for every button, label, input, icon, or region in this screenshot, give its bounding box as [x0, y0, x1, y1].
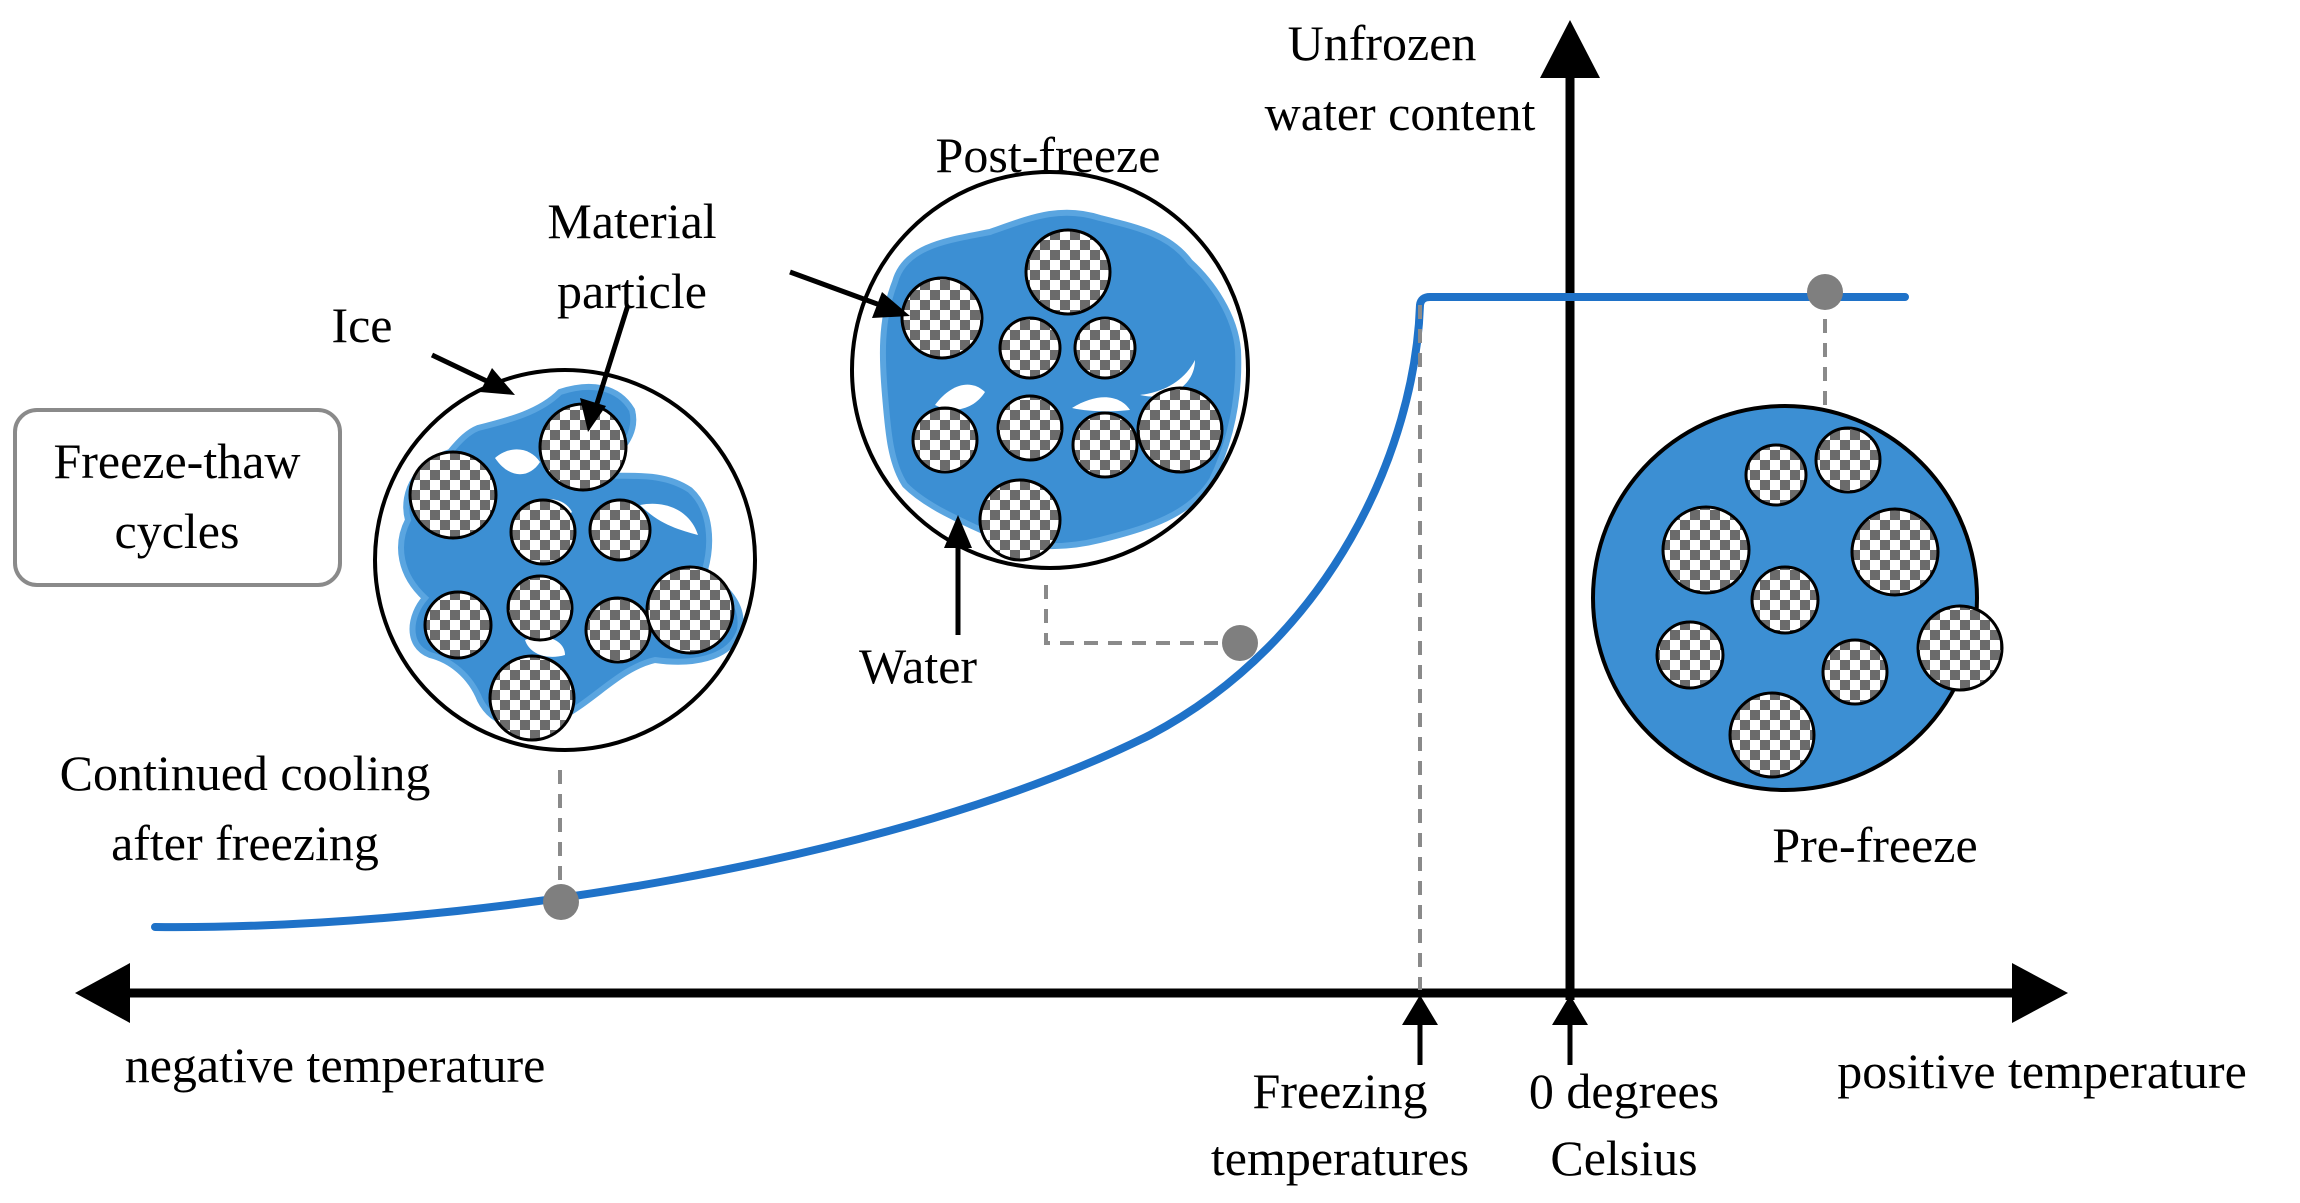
pre-freeze-label: Pre-freeze: [1772, 817, 1977, 873]
water-pointer-arrowhead-icon: [944, 515, 972, 548]
ice-label: Ice: [331, 297, 392, 353]
zero-tick-label-line2: Celsius: [1550, 1130, 1697, 1186]
continued-marker: [543, 884, 579, 920]
ice-pointer: [430, 352, 515, 395]
freezing-tick-label-line1: Freezing: [1253, 1063, 1428, 1119]
tick-freezing: [1402, 995, 1438, 1065]
postfreeze-marker: [1222, 625, 1258, 661]
continued-cooling-circle: [373, 368, 757, 752]
material-pointer-left: [580, 304, 631, 432]
y-axis: [1540, 20, 1600, 1000]
y-axis-label-line2: water content: [1265, 85, 1536, 141]
x-axis-right-arrowhead-icon: [2012, 963, 2068, 1023]
zero-tick-arrowhead-icon: [1552, 995, 1588, 1025]
post-freeze-label: Post-freeze: [936, 127, 1161, 183]
postfreeze-circle: [850, 170, 1250, 570]
x-axis: [75, 963, 2068, 1023]
material-label-line1: Material: [547, 193, 716, 249]
y-axis-label-line1: Unfrozen: [1288, 15, 1477, 71]
y-axis-arrowhead-icon: [1540, 20, 1600, 78]
ice-pointer-arrowhead-icon: [480, 368, 515, 395]
continued-label-line2: after freezing: [111, 815, 379, 871]
freezing-tick-arrowhead-icon: [1402, 995, 1438, 1025]
zero-tick-label-line1: 0 degrees: [1529, 1063, 1719, 1119]
freeze-thaw-box: Freeze-thaw cycles: [13, 408, 342, 587]
negative-temperature-label: negative temperature: [125, 1037, 546, 1093]
material-pointer-mid: [789, 269, 910, 318]
postfreeze-guide-line: [1044, 585, 1240, 645]
tick-zero: [1552, 995, 1588, 1065]
freeze-thaw-line1: Freeze-thaw: [53, 433, 300, 489]
x-axis-left-arrowhead-icon: [75, 963, 130, 1023]
freeze-thaw-line2: cycles: [115, 503, 240, 559]
water-label: Water: [859, 638, 977, 694]
material-label-line2: particle: [557, 263, 707, 319]
material-left-arrowhead-icon: [580, 398, 606, 432]
water-pointer: [944, 515, 972, 635]
material-mid-arrowhead-icon: [872, 292, 910, 318]
prefreeze-circle: [1591, 404, 2004, 792]
freezing-tick-label-line2: temperatures: [1211, 1130, 1469, 1186]
prefreeze-marker: [1807, 274, 1843, 310]
positive-temperature-label: positive temperature: [1837, 1043, 2247, 1099]
continued-label-line1: Continued cooling: [60, 745, 431, 801]
